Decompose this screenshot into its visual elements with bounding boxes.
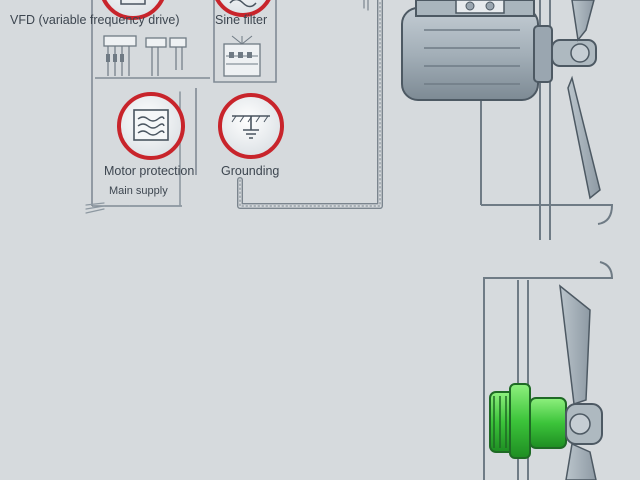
cables bbox=[85, 0, 383, 214]
grounding-badge bbox=[218, 93, 284, 159]
vfd-label: VFD (variable frequency drive) bbox=[10, 13, 180, 27]
motor-protection-badge bbox=[117, 92, 185, 160]
ac-motor-assembly bbox=[401, 0, 614, 240]
sine-filter-badge bbox=[215, 0, 271, 17]
grounding-label: Grounding bbox=[221, 164, 280, 178]
sine-filter-label: Sine filter bbox=[215, 13, 268, 27]
vfd-badge bbox=[102, 0, 164, 20]
main-supply-label: Main supply bbox=[109, 185, 168, 197]
vfd-terminals bbox=[103, 35, 187, 76]
sine-filter-component bbox=[223, 35, 261, 77]
sine-filter-icon bbox=[229, 0, 257, 8]
grounding-icon bbox=[231, 115, 270, 139]
motor-protection-label: Motor protection bbox=[104, 164, 195, 178]
motor-protection-icon bbox=[133, 109, 169, 141]
vfd-icon bbox=[120, 0, 146, 5]
ec-motor-assembly bbox=[483, 261, 614, 480]
